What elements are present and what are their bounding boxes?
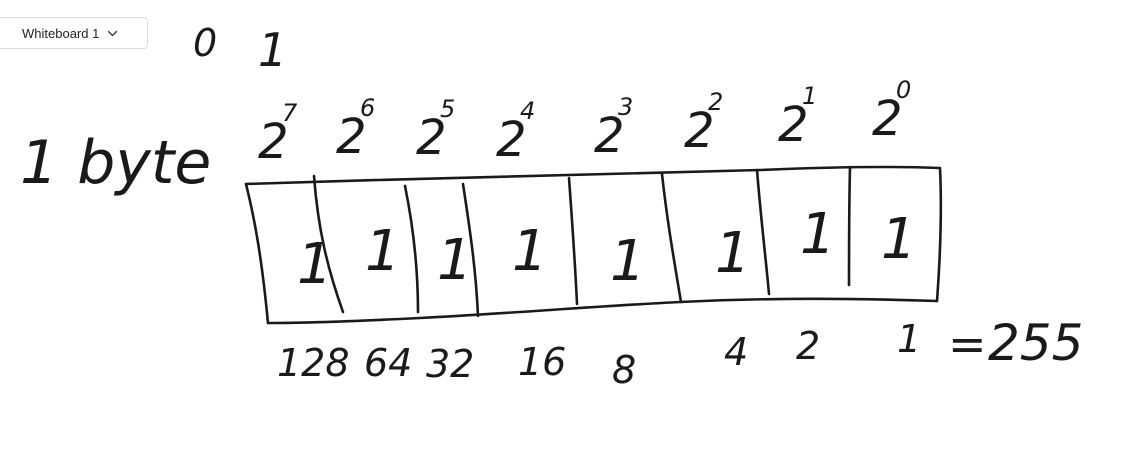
power-base-0: 2: [872, 91, 903, 147]
byte-box: [244, 165, 943, 325]
byte-label: 1 byte: [20, 128, 211, 198]
place-value-2: 2: [796, 324, 820, 368]
power-base-5: 2: [416, 110, 447, 166]
bit-value: 1: [715, 221, 751, 286]
place-value-4: 4: [724, 330, 748, 374]
binary-digit-1: 1: [258, 23, 287, 77]
place-value-32: 32: [426, 342, 474, 386]
place-value-1: 1: [897, 317, 921, 361]
power-exponent-4: 4: [520, 97, 535, 125]
whiteboard-selector-label: Whiteboard 1: [22, 25, 100, 41]
whiteboard-selector[interactable]: Whiteboard 1: [0, 17, 148, 49]
bit-value: 1: [610, 229, 646, 294]
place-value-8: 8: [612, 348, 636, 392]
power-base-7: 2: [258, 114, 289, 170]
chevron-down-icon: [106, 27, 118, 39]
power-base-6: 2: [336, 109, 367, 165]
bit-value: 1: [800, 202, 836, 267]
place-values-row: 128 64 32 16 8 4 2 1: [277, 317, 921, 392]
power-exponent-2: 2: [708, 88, 723, 116]
bit-value: 1: [437, 228, 473, 293]
power-base-4: 2: [496, 112, 527, 168]
power-exponent-0: 0: [896, 76, 911, 104]
power-exponent-5: 5: [440, 95, 455, 123]
power-base-2: 2: [684, 103, 715, 159]
bit-value: 1: [512, 219, 548, 284]
power-exponent-1: 1: [802, 82, 817, 110]
place-value-64: 64: [364, 341, 412, 385]
bit-value: 1: [881, 207, 917, 272]
power-exponent-7: 7: [282, 99, 298, 127]
bit-value: 1: [365, 219, 401, 284]
power-exponent-6: 6: [360, 94, 375, 122]
bit-value: 1: [297, 232, 333, 297]
equals-sign: =: [948, 317, 987, 371]
power-base-1: 2: [778, 97, 809, 153]
place-value-16: 16: [518, 340, 566, 384]
power-exponent-3: 3: [618, 93, 633, 121]
place-value-128: 128: [277, 341, 350, 385]
total-value: 255: [988, 314, 1083, 372]
binary-digit-0: 0: [193, 21, 217, 65]
power-base-3: 2: [594, 108, 625, 164]
